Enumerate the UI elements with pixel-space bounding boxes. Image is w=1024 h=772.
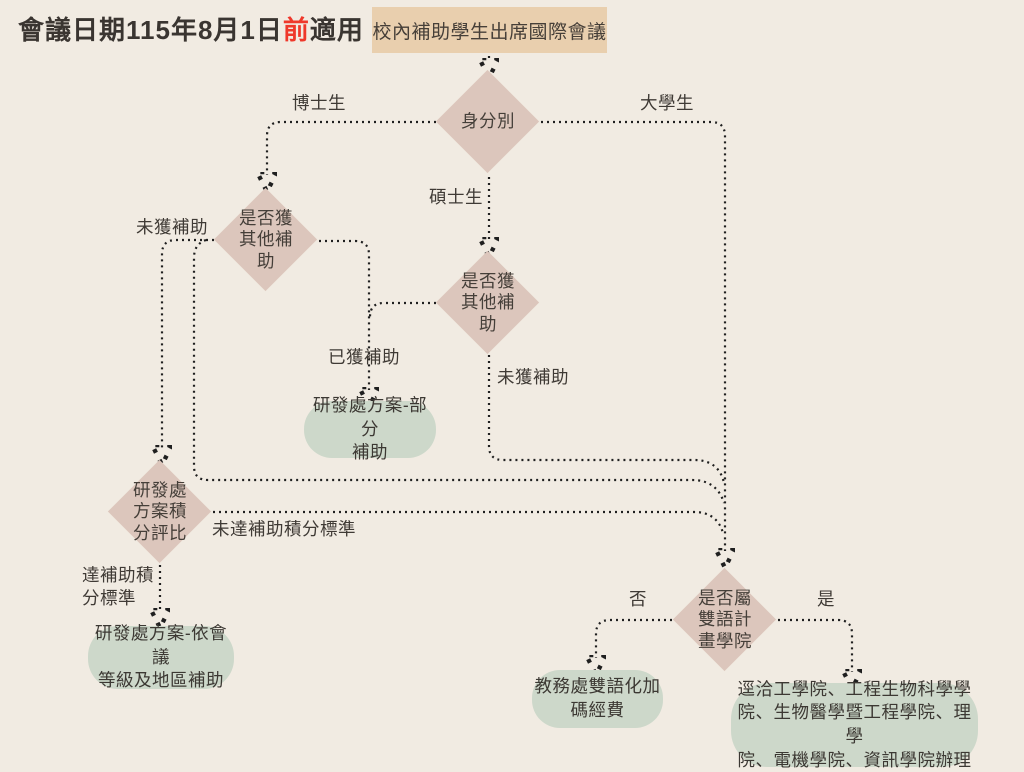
edge-label-phd-has-subsidy: 已獲補助 xyxy=(328,347,400,367)
decision-identity: 身分別 xyxy=(435,69,540,174)
edge-bilingual-no-fund xyxy=(596,618,672,658)
edge-identity-undergrad-bilingual xyxy=(541,120,725,551)
page-title: 會議日期115年8月1日前適用 xyxy=(18,10,364,47)
decision-phd-other-subsidy-label: 是否獲 其他補 助 xyxy=(239,207,293,271)
decision-score-review: 研發處 方案積 分評比 xyxy=(107,459,212,564)
edge-phd-no-score xyxy=(162,238,214,448)
edge-bilingual-yes-colleges xyxy=(778,618,852,672)
edge-label-phd: 博士生 xyxy=(292,93,346,113)
edge-label-no: 否 xyxy=(629,589,647,609)
page-title-highlight: 前 xyxy=(282,15,310,45)
edge-label-phd-no-subsidy: 未獲補助 xyxy=(136,217,208,237)
decision-ms-other-subsidy: 是否獲 其他補 助 xyxy=(435,250,540,355)
edge-label-undergrad: 大學生 xyxy=(640,93,694,113)
start-node-label: 校內補助學生出席國際會議 xyxy=(372,21,607,43)
decision-phd-other-subsidy: 是否獲 其他補 助 xyxy=(213,187,318,292)
edge-phd-no-bilingual xyxy=(192,238,726,504)
edge-ms-yes-partial xyxy=(368,301,436,318)
outcome-colleges: 逕洽工學院、工程生物科學學 院、生物醫學暨工程學院、理學 院、電機學院、資訊學院… xyxy=(731,679,978,770)
edge-label-yes: 是 xyxy=(817,589,835,609)
decision-identity-label: 身分別 xyxy=(461,111,515,132)
outcome-partial-subsidy-label: 研發處方案-部分 補助 xyxy=(312,395,428,463)
decision-bilingual-college-label: 是否屬 雙語計 畫學院 xyxy=(698,587,752,651)
start-node: 校內補助學生出席國際會議 xyxy=(372,7,607,53)
outcome-by-level-subsidy-label: 研發處方案-依會議 等級及地區補助 xyxy=(94,623,228,691)
outcome-bilingual-fund: 教務處雙語化加 碼經費 xyxy=(532,670,663,728)
decision-ms-other-subsidy-label: 是否獲 其他補 助 xyxy=(461,270,515,334)
edge-score-below-bilingual xyxy=(213,510,725,534)
page-title-part2: 適用 xyxy=(309,15,364,45)
outcome-partial-subsidy: 研發處方案-部分 補助 xyxy=(304,395,436,462)
outcome-bilingual-fund-label: 教務處雙語化加 碼經費 xyxy=(534,676,661,720)
edge-label-meets-threshold: 達補助積 分標準 xyxy=(82,565,154,608)
edge-identity-phd xyxy=(267,120,436,175)
page-title-part1: 會議日期115年8月1日 xyxy=(18,15,283,45)
edge-label-ms: 碩士生 xyxy=(429,187,483,207)
decision-bilingual-college: 是否屬 雙語計 畫學院 xyxy=(672,567,777,672)
outcome-by-level-subsidy: 研發處方案-依會議 等級及地區補助 xyxy=(88,623,234,690)
outcome-colleges-label: 逕洽工學院、工程生物科學學 院、生物醫學暨工程學院、理學 院、電機學院、資訊學院… xyxy=(737,678,972,770)
edge-label-below-threshold: 未達補助積分標準 xyxy=(212,519,356,539)
edge-label-ms-no-subsidy: 未獲補助 xyxy=(497,367,569,387)
decision-score-review-label: 研發處 方案積 分評比 xyxy=(133,479,187,543)
edge-phd-yes-partial xyxy=(319,239,369,390)
edge-ms-no-bilingual xyxy=(487,355,726,484)
